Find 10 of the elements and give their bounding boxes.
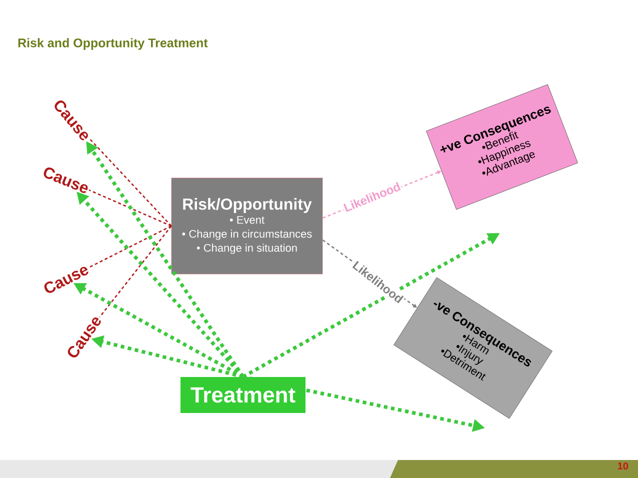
risk-box: Risk/Opportunity • Event • Change in circumstances • Change in situation [171,178,323,274]
connector-line [99,226,172,318]
connector-line [88,225,172,268]
title: Risk and Opportunity Treatment [18,38,208,50]
page-number: 10 [618,462,628,470]
connector-line [88,138,172,226]
treatment-box: Treatment [180,377,306,413]
cause-label: Cause [44,266,88,293]
connector-line [88,190,172,227]
cause-label: Cause [44,168,88,193]
